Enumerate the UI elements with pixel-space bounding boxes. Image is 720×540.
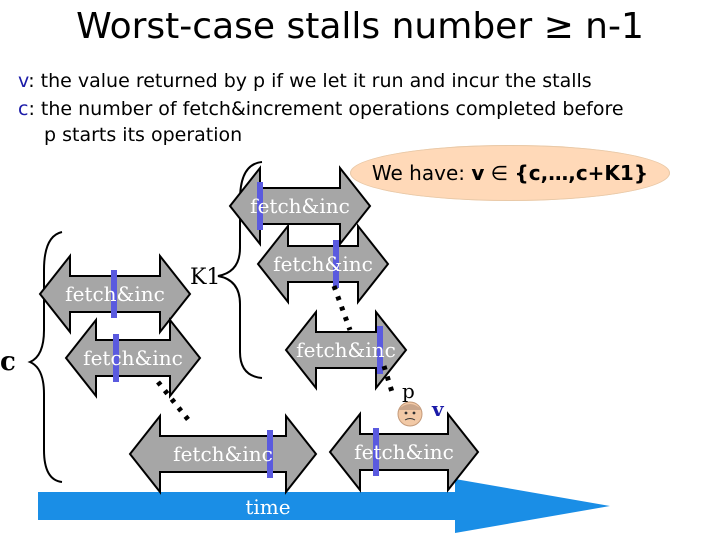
dotted-connector-1 bbox=[331, 285, 353, 331]
fetch-inc-arrow: fetch&inc bbox=[128, 413, 318, 495]
operation-marker bbox=[377, 326, 383, 374]
operation-marker bbox=[267, 430, 273, 478]
fetch-inc-label: fetch&inc bbox=[296, 338, 396, 362]
fetch-inc-arrow-shape bbox=[128, 413, 318, 495]
callout-var: v bbox=[471, 161, 485, 185]
callout-symbol: ∈ bbox=[484, 161, 515, 185]
fetch-inc-label: fetch&inc bbox=[250, 194, 350, 218]
definition-c-var: c bbox=[18, 98, 29, 120]
p-label: p bbox=[402, 379, 415, 403]
dotted-connector-3 bbox=[381, 365, 395, 393]
fetch-inc-arrow-shape bbox=[256, 223, 390, 305]
fetch-inc-arrow: fetch&inc bbox=[328, 411, 480, 493]
operation-marker bbox=[373, 428, 379, 476]
operation-marker bbox=[333, 240, 339, 288]
definition-v-text: : the value returned by p if we let it r… bbox=[28, 70, 592, 92]
fetch-inc-arrow: fetch&inc bbox=[38, 253, 192, 335]
fetch-inc-arrow-shape bbox=[328, 411, 480, 493]
fetch-inc-arrow-shape bbox=[284, 309, 408, 391]
definition-c-continued: p starts its operation bbox=[44, 124, 242, 146]
operation-marker bbox=[111, 270, 117, 318]
definition-c-text: : the number of fetch&increment operatio… bbox=[28, 98, 624, 120]
definition-c-text-2: p starts its operation bbox=[44, 124, 243, 146]
callout-text: We have: v ∈ {c,…,c+K1} bbox=[372, 161, 648, 185]
definition-v: v: the value returned by p if we let it … bbox=[18, 70, 592, 92]
definition-v-var: v bbox=[18, 70, 29, 92]
definition-c: c: the number of fetch&increment operati… bbox=[18, 98, 624, 120]
fetch-inc-label: fetch&inc bbox=[173, 442, 273, 466]
fetch-inc-arrow: fetch&inc bbox=[64, 317, 202, 399]
time-arrow: time bbox=[38, 479, 610, 533]
slide-title: Worst-case stalls number ≥ n-1 bbox=[76, 6, 644, 47]
time-label: time bbox=[245, 495, 290, 519]
k1-label: K1 bbox=[190, 265, 220, 290]
fetch-inc-arrow-shape bbox=[228, 165, 372, 247]
v-label: v bbox=[431, 397, 445, 421]
callout-bubble: We have: v ∈ {c,…,c+K1} bbox=[350, 145, 670, 201]
fetch-inc-label: fetch&inc bbox=[83, 346, 183, 370]
fetch-inc-arrow: fetch&inc bbox=[284, 309, 408, 391]
face-icon bbox=[397, 401, 423, 427]
operation-marker bbox=[113, 334, 119, 382]
fetch-inc-label: fetch&inc bbox=[273, 252, 373, 276]
dotted-connector-2 bbox=[156, 380, 192, 424]
callout-prefix: We have: bbox=[371, 161, 472, 185]
k1-brace bbox=[217, 161, 263, 379]
c-label: c bbox=[0, 347, 16, 377]
fetch-inc-label: fetch&inc bbox=[65, 282, 165, 306]
fetch-inc-arrow: fetch&inc bbox=[256, 223, 390, 305]
fetch-inc-label: fetch&inc bbox=[354, 440, 454, 464]
fetch-inc-arrow-shape bbox=[64, 317, 202, 399]
operation-marker bbox=[257, 182, 263, 230]
c-brace bbox=[27, 231, 63, 483]
callout-set: {c,…,c+K1} bbox=[514, 161, 649, 185]
fetch-inc-arrow: fetch&inc bbox=[228, 165, 372, 247]
